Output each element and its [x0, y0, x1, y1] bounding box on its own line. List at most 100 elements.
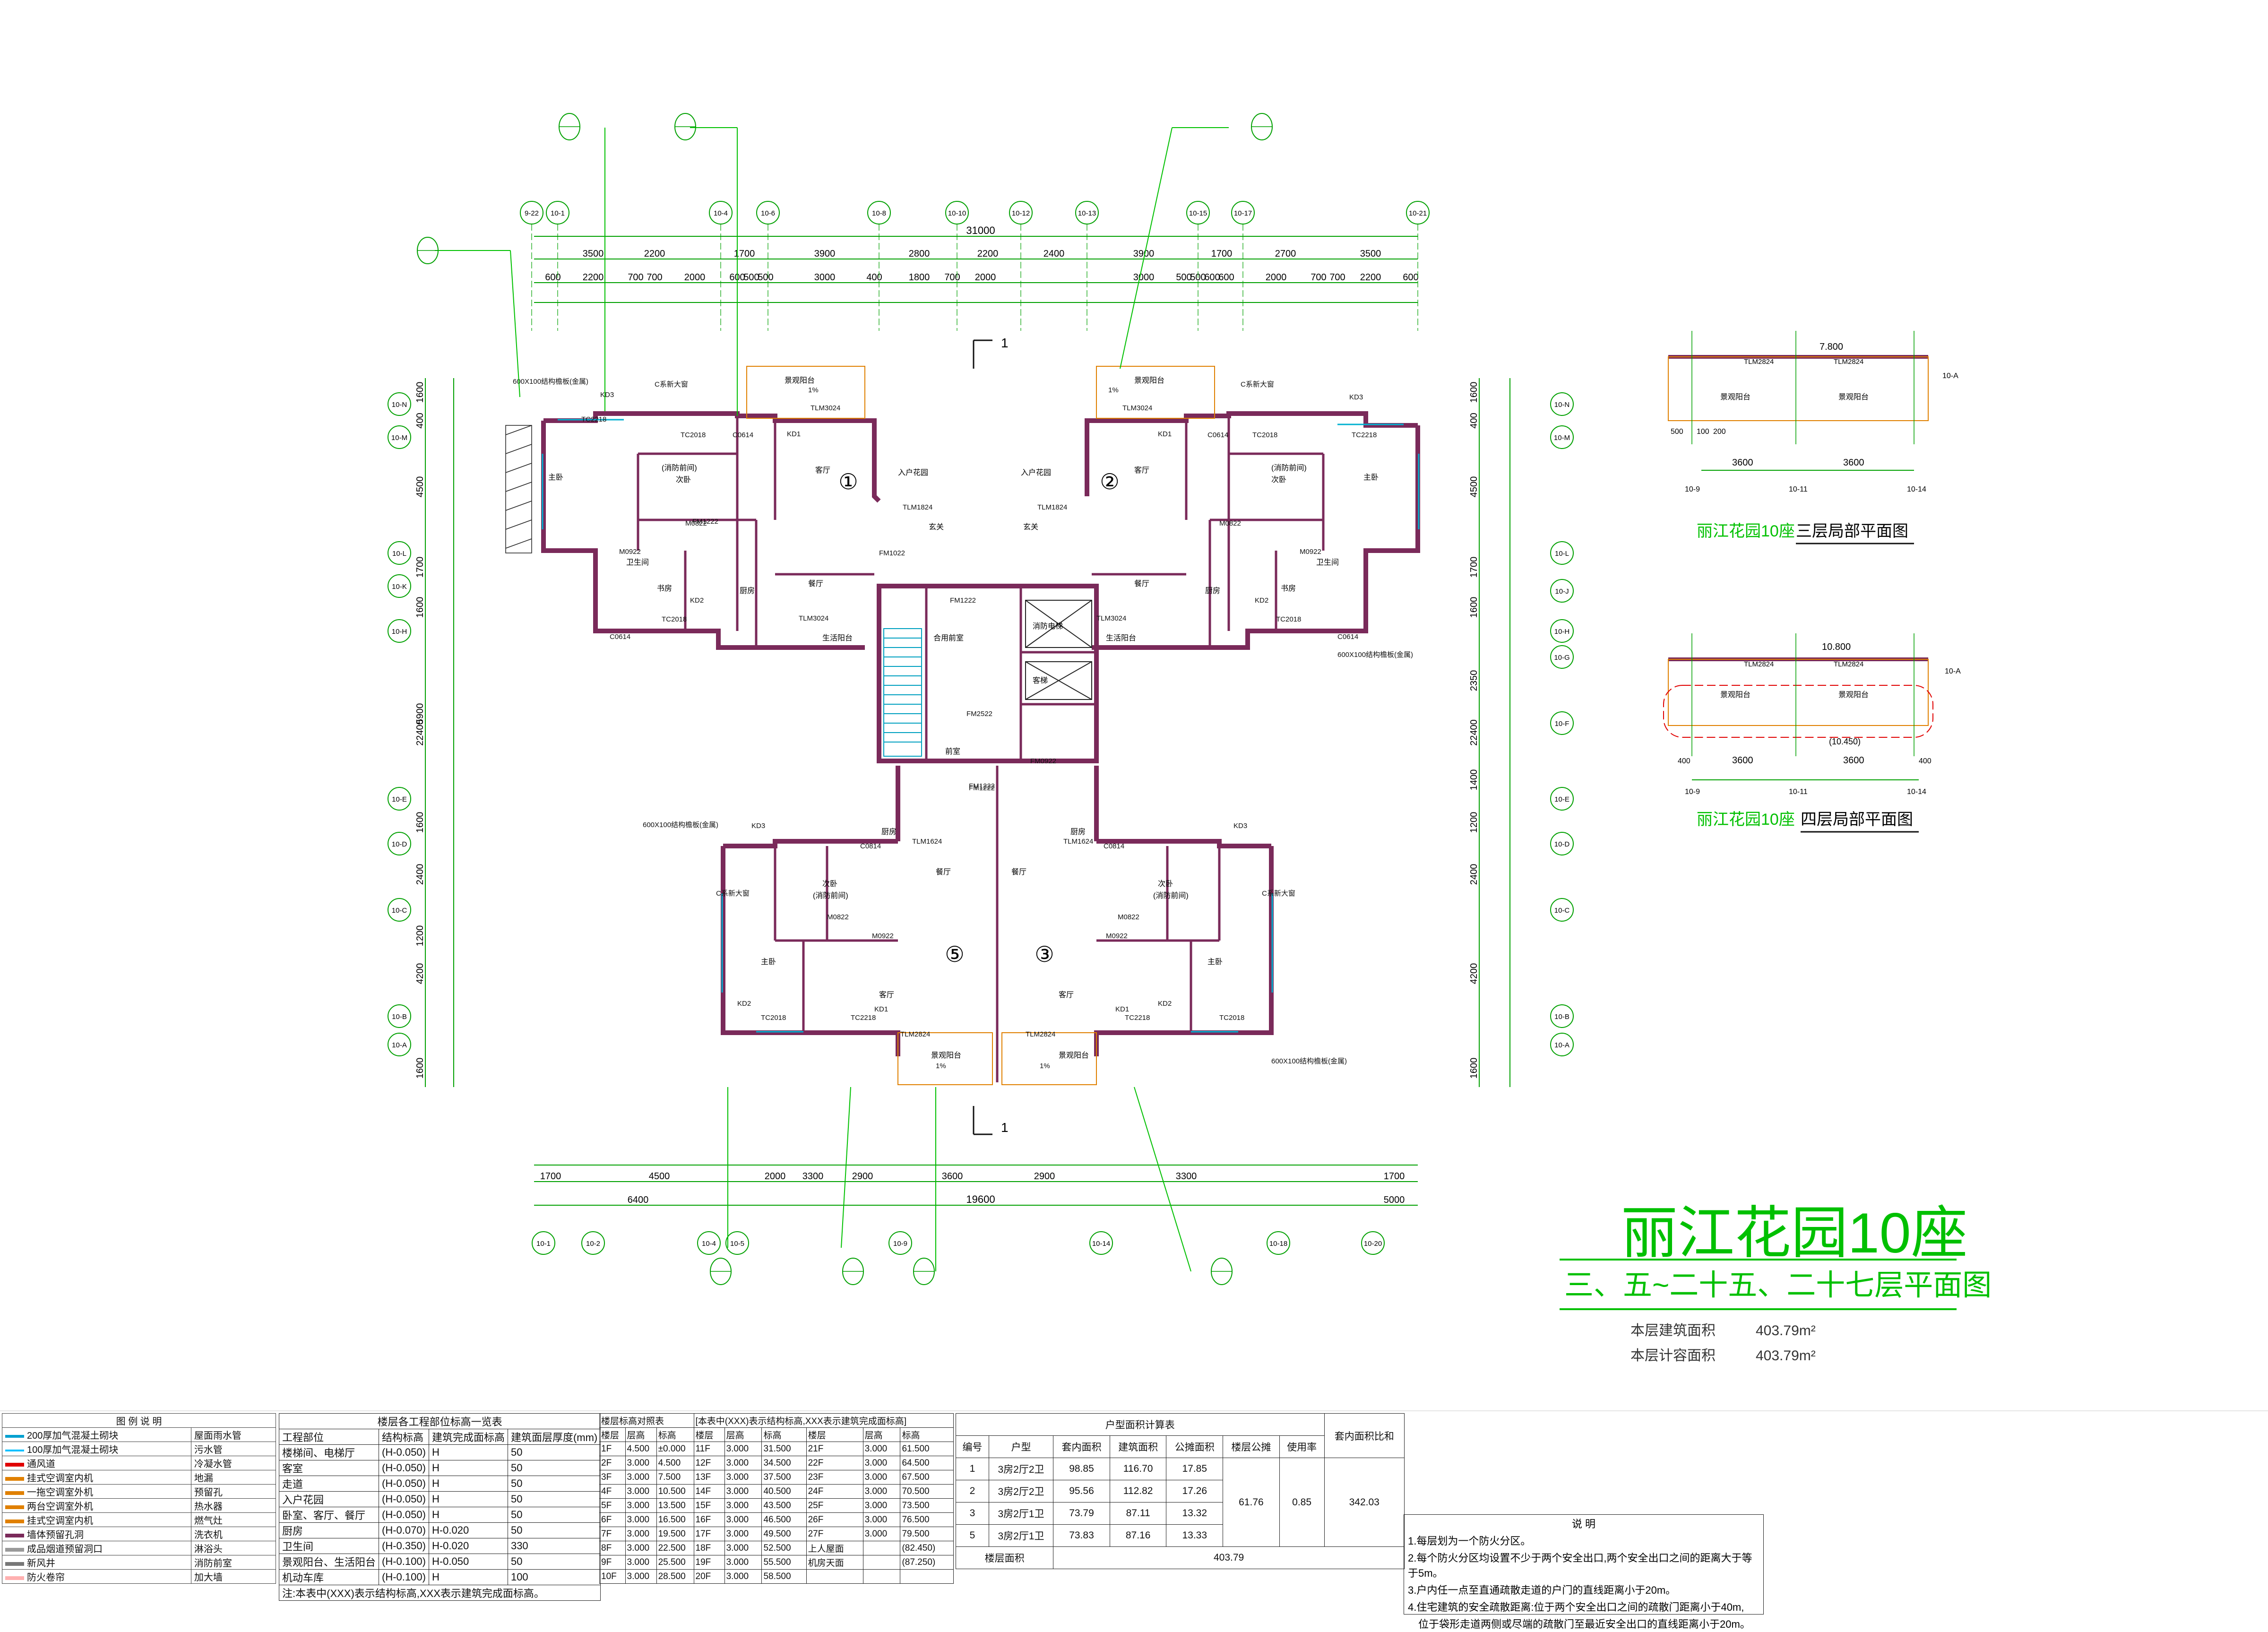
dimension-value: 3900: [1133, 249, 1155, 259]
floor-cell: 14F: [693, 1484, 725, 1499]
dimension-value: 1600: [1469, 1058, 1479, 1079]
axis-label: 10-M: [1554, 434, 1570, 442]
axis-label: 10-4: [702, 1240, 716, 1248]
axis-bubble: [388, 1004, 411, 1028]
unit-cell: 13.33: [1166, 1524, 1224, 1547]
legend-item: 热水器: [190, 1498, 276, 1513]
dimension-value: 700: [647, 272, 662, 283]
tag: 600X100结构檐板(金属): [513, 377, 588, 386]
axis-label: 10-20: [1364, 1240, 1382, 1248]
legend-item: 污水管: [190, 1442, 276, 1456]
section-mark-bottom: 1: [1001, 1120, 1009, 1135]
dimension-value: 4500: [1469, 476, 1479, 498]
floor-cell: 22.500: [656, 1541, 694, 1555]
elev-cell: 330: [507, 1538, 601, 1554]
axis-label: 10-18: [1269, 1240, 1287, 1248]
tag: TLM3024: [811, 404, 840, 412]
axis-label: 10-J: [1555, 587, 1569, 596]
dimension-value: 1600: [1469, 382, 1479, 403]
p4-title-suffix: 四层局部平面图: [1801, 811, 1913, 829]
unit-header: 建筑面积: [1109, 1435, 1167, 1458]
axis-label: 10-13: [1078, 209, 1096, 217]
dimension-value: 3000: [1133, 272, 1155, 283]
floor-cell: 6F: [599, 1512, 626, 1527]
floor-cell: 机房天面: [806, 1555, 863, 1570]
floor-cell: ±0.000: [656, 1442, 694, 1456]
dimension-lines-bottom: [534, 1165, 1418, 1206]
room-label: 次卧: [676, 475, 691, 484]
axis-label: 10-A: [392, 1041, 407, 1049]
legend-header: 图 例 说 明: [2, 1413, 276, 1428]
elev-cell: H-0.050: [428, 1554, 508, 1570]
p3-dim: 500: [1671, 428, 1683, 436]
floor-cell: 28.500: [656, 1569, 694, 1584]
tag: FM1222: [950, 596, 976, 604]
floor-level-table: 楼层标高对照表 [本表中(XXX)表示结构标高,XXX表示建筑完成面标高] 楼层…: [599, 1413, 954, 1584]
tag: TLM3024: [1096, 614, 1126, 622]
balconies: [746, 366, 1215, 1085]
elevation-title: 楼层各工程部位标高一览表: [278, 1413, 601, 1429]
floor-cell: 13.500: [656, 1498, 694, 1513]
p3-dim: 3600: [1732, 458, 1753, 468]
tag: TC2018: [761, 1014, 786, 1022]
floor-cell: 21F: [806, 1442, 863, 1456]
p3-dim: 7.800: [1820, 342, 1843, 352]
p4-label: 景观阳台: [1838, 691, 1869, 699]
floor-header: 楼层: [806, 1427, 863, 1442]
elev-cell: (H-0.100): [379, 1554, 429, 1570]
p4-dim: 400: [1678, 757, 1690, 765]
room-label: 餐厅: [936, 868, 951, 876]
axis-bubble: [581, 1231, 605, 1255]
unit-cell: 73.79: [1053, 1502, 1110, 1525]
unit-shared: 61.76: [1223, 1458, 1280, 1547]
axis-label: 10-8: [872, 209, 886, 217]
floor-cell: 16F: [693, 1512, 725, 1527]
axis-bubble: [388, 1033, 411, 1056]
axis-label: 10-N: [392, 401, 407, 409]
floor-cell: 5F: [599, 1498, 626, 1513]
dimension-value: 1600: [415, 812, 425, 833]
axis-bubble: [1550, 392, 1574, 416]
dimension-value: 2200: [644, 249, 665, 259]
floor-header: 楼层: [599, 1427, 626, 1442]
tag: TC2018: [1252, 431, 1277, 439]
dimension-value: 2400: [415, 864, 425, 885]
room-label: 餐厅: [1134, 579, 1149, 588]
tag: C系新大窗: [1262, 889, 1295, 898]
windows: [542, 419, 1420, 1033]
room-label: 餐厅: [1011, 868, 1026, 876]
floor-cell: 11F: [693, 1442, 725, 1456]
dim-top-total: 31000: [966, 225, 995, 236]
floor-cell: 23F: [806, 1470, 863, 1485]
legend-item: 冷凝水管: [190, 1456, 276, 1470]
floor-cell: 3.000: [724, 1555, 762, 1570]
dimension-value: 2350: [1469, 670, 1479, 691]
axis-label: 10-D: [392, 840, 407, 848]
p4-dim: 400: [1919, 757, 1932, 765]
unit-cell: 13.32: [1166, 1502, 1224, 1525]
tag: 1%: [936, 1062, 946, 1070]
dimension-value: 700: [1311, 272, 1326, 283]
floor-cell: 25F: [806, 1498, 863, 1513]
elev-cell: 走道: [278, 1476, 379, 1492]
dimension-value: 1200: [1469, 812, 1479, 833]
floor-cell: 10.500: [656, 1484, 694, 1499]
floor-cell: [900, 1569, 954, 1584]
room-label: 次卧: [1271, 475, 1286, 484]
room-label: 入户花园: [898, 468, 928, 477]
floor-cell: [862, 1555, 901, 1570]
room-label: (消防前间): [1271, 464, 1307, 472]
floor-cell: 18F: [693, 1541, 725, 1555]
dimension-value: 2000: [1266, 272, 1287, 283]
legend-item: 200厚加气混凝土砌块: [2, 1427, 191, 1442]
axis-label: 10-E: [1554, 795, 1569, 803]
elev-cell: H-0.020: [428, 1522, 508, 1538]
area-build-value: 403.79m²: [1756, 1323, 1816, 1338]
unit-area-table: 户型面积计算表套内面积比和 编号户型套内面积建筑面积公摊面积楼层公摊使用率 1 …: [955, 1413, 1405, 1569]
dimension-value: 2200: [977, 249, 999, 259]
dimension-value: 2400: [1043, 249, 1065, 259]
p4-axis: 10-A: [1945, 667, 1961, 675]
dimension-value: 1600: [415, 382, 425, 403]
